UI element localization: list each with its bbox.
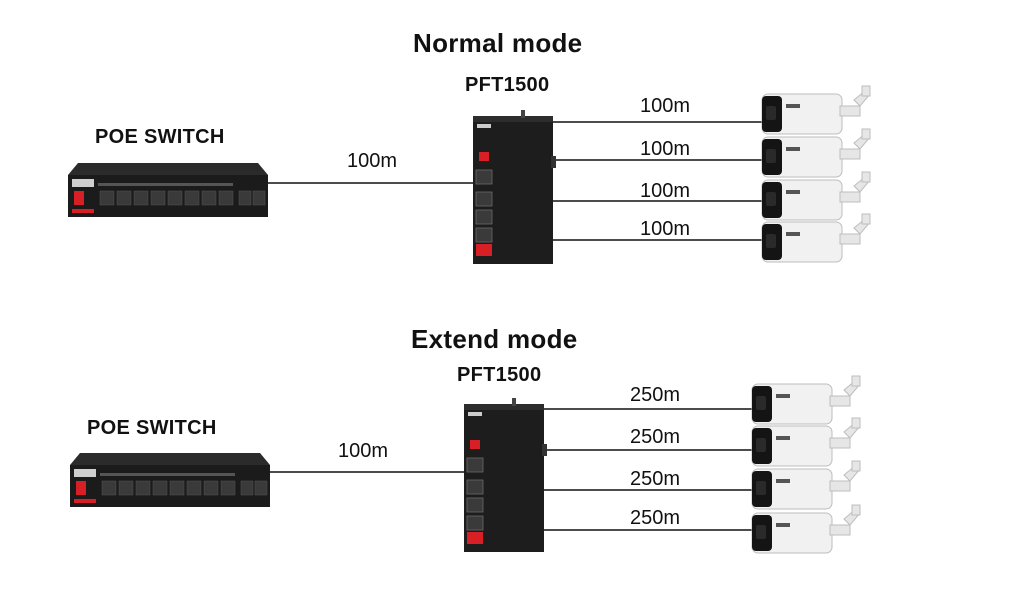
bullet-camera-icon bbox=[761, 85, 871, 135]
extender-label-normal: PFT1500 bbox=[465, 74, 550, 96]
switch-label-normal: POE SWITCH bbox=[95, 126, 225, 148]
extender-icon bbox=[472, 109, 557, 265]
extender-icon bbox=[463, 397, 548, 553]
switch-label-extend: POE SWITCH bbox=[87, 417, 217, 439]
camera-distance-normal-3: 100m bbox=[640, 180, 691, 202]
bullet-camera-icon bbox=[751, 504, 861, 554]
poe-switch-icon bbox=[67, 162, 269, 218]
uplink-distance-normal: 100m bbox=[347, 150, 398, 172]
bullet-camera-icon bbox=[761, 171, 871, 221]
camera-distance-extend-1: 250m bbox=[630, 384, 681, 406]
connections-normal bbox=[268, 121, 765, 241]
section-title-normal: Normal mode bbox=[413, 28, 583, 58]
camera-distance-normal-1: 100m bbox=[640, 95, 691, 117]
section-title-extend: Extend mode bbox=[411, 324, 578, 354]
camera-distance-extend-2: 250m bbox=[630, 426, 681, 448]
bullet-camera-icon bbox=[761, 213, 871, 263]
camera-distance-extend-3: 250m bbox=[630, 468, 681, 490]
extender-label-extend: PFT1500 bbox=[457, 364, 542, 386]
poe-switch-icon bbox=[69, 452, 271, 508]
bullet-camera-icon bbox=[751, 375, 861, 425]
camera-distance-extend-4: 250m bbox=[630, 507, 681, 529]
bullet-camera-icon bbox=[751, 417, 861, 467]
bullet-camera-icon bbox=[761, 128, 871, 178]
uplink-distance-extend: 100m bbox=[338, 440, 389, 462]
bullet-camera-icon bbox=[751, 460, 861, 510]
camera-distance-normal-2: 100m bbox=[640, 138, 691, 160]
connections-extend bbox=[268, 408, 755, 531]
camera-distance-normal-4: 100m bbox=[640, 218, 691, 240]
